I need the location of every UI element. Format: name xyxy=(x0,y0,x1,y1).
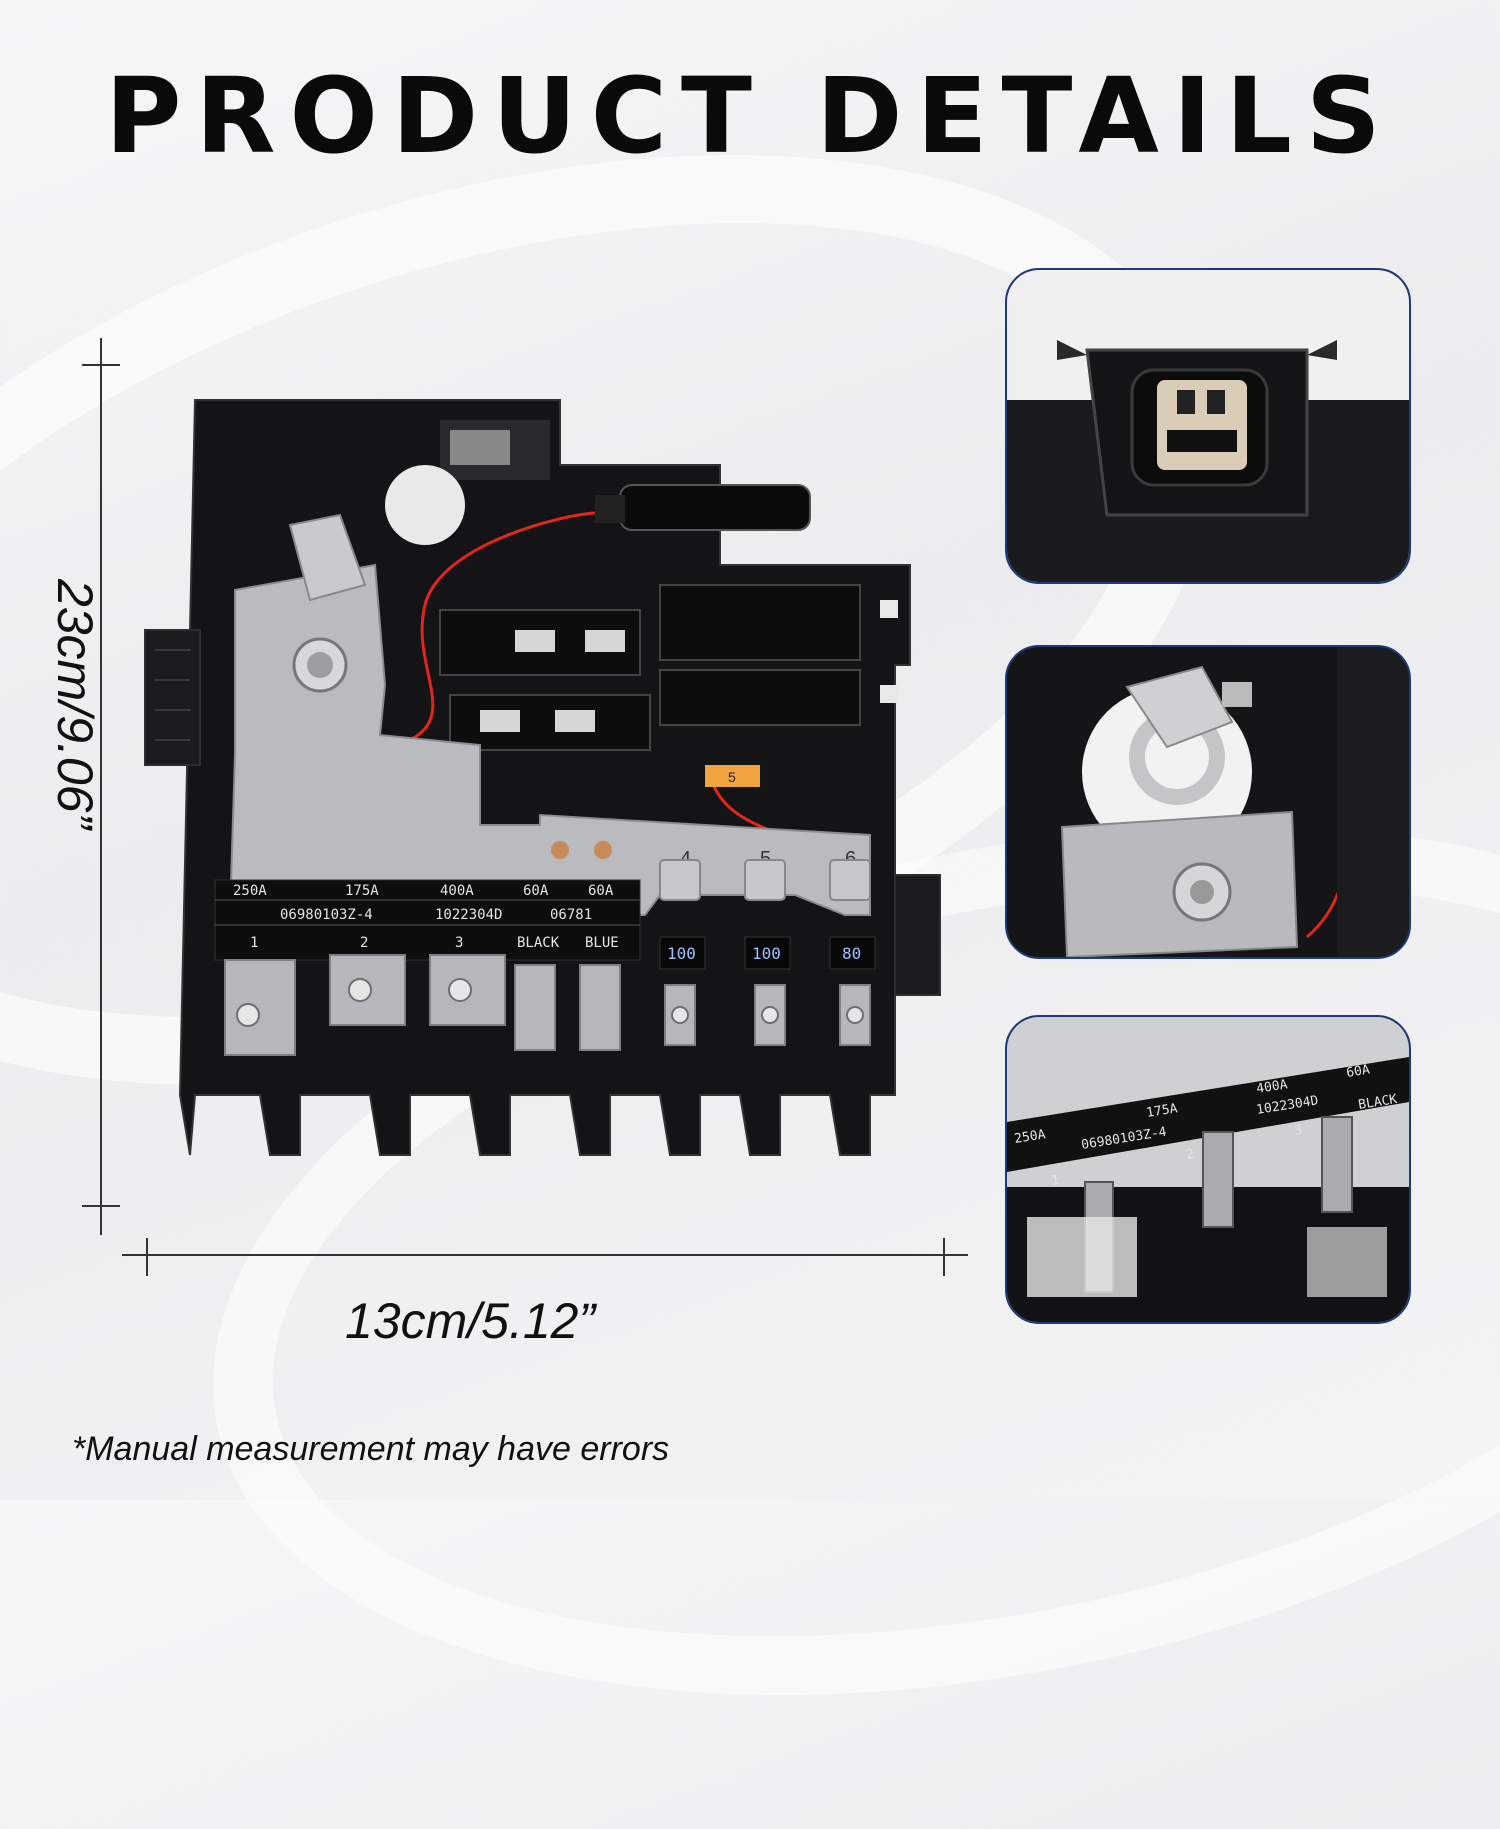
rating-label: 175A xyxy=(345,883,379,899)
label-strip xyxy=(214,879,641,961)
page-title: PRODUCT DETAILS xyxy=(105,55,1395,177)
detail-connector-thumbnail xyxy=(1005,268,1411,584)
fuse-box-image: 5 250A 175A 400A 60A 60A 06980103Z-4 102… xyxy=(144,399,941,1156)
part-number: 06781 xyxy=(550,907,592,923)
red-wire xyxy=(409,511,596,742)
fuse-value: 80 xyxy=(842,944,861,963)
closeup-rating: 60A xyxy=(1345,1062,1371,1081)
rating-label: 250A xyxy=(233,883,267,899)
part-number: 1022304D xyxy=(435,907,502,923)
closeup-terminal: 2 xyxy=(1185,1147,1195,1163)
fuse-value: 100 xyxy=(752,944,781,963)
terminal-label: BLACK xyxy=(517,935,560,951)
detail-terminal-thumbnail xyxy=(1005,645,1411,959)
terminal-label: 2 xyxy=(360,935,368,951)
closeup-rating: 175A xyxy=(1145,1101,1178,1121)
connector xyxy=(619,484,811,531)
closeup-terminal: BLACK xyxy=(1357,1092,1398,1113)
measurement-footnote: *Manual measurement may have errors xyxy=(72,1430,670,1468)
closeup-rating: 250A xyxy=(1013,1127,1046,1147)
part-number: 06980103Z-4 xyxy=(280,907,373,923)
fuse-value: 100 xyxy=(667,944,696,963)
rating-label: 60A xyxy=(588,883,614,899)
side-clip-left xyxy=(144,629,201,766)
terminal-label: BLUE xyxy=(585,935,619,951)
width-label: 13cm/5.12” xyxy=(345,1293,596,1349)
closeup-terminal: 3 xyxy=(1293,1123,1303,1139)
terminal-label: 1 xyxy=(250,935,258,951)
detail-label-thumbnail: 250A 175A 400A 60A 06980103Z-4 1022304D … xyxy=(1005,1015,1411,1324)
closeup-terminal: 1 xyxy=(1050,1173,1060,1189)
rating-label: 400A xyxy=(440,883,474,899)
closeup-rating: 400A xyxy=(1255,1077,1288,1097)
rating-label: 60A xyxy=(523,883,549,899)
mini-fuse xyxy=(705,765,760,787)
mini-fuse-label: 5 xyxy=(728,769,736,785)
terminal-label: 3 xyxy=(455,935,463,951)
height-label: 23cm/9.06” xyxy=(47,578,103,830)
side-clip-right xyxy=(894,874,941,996)
